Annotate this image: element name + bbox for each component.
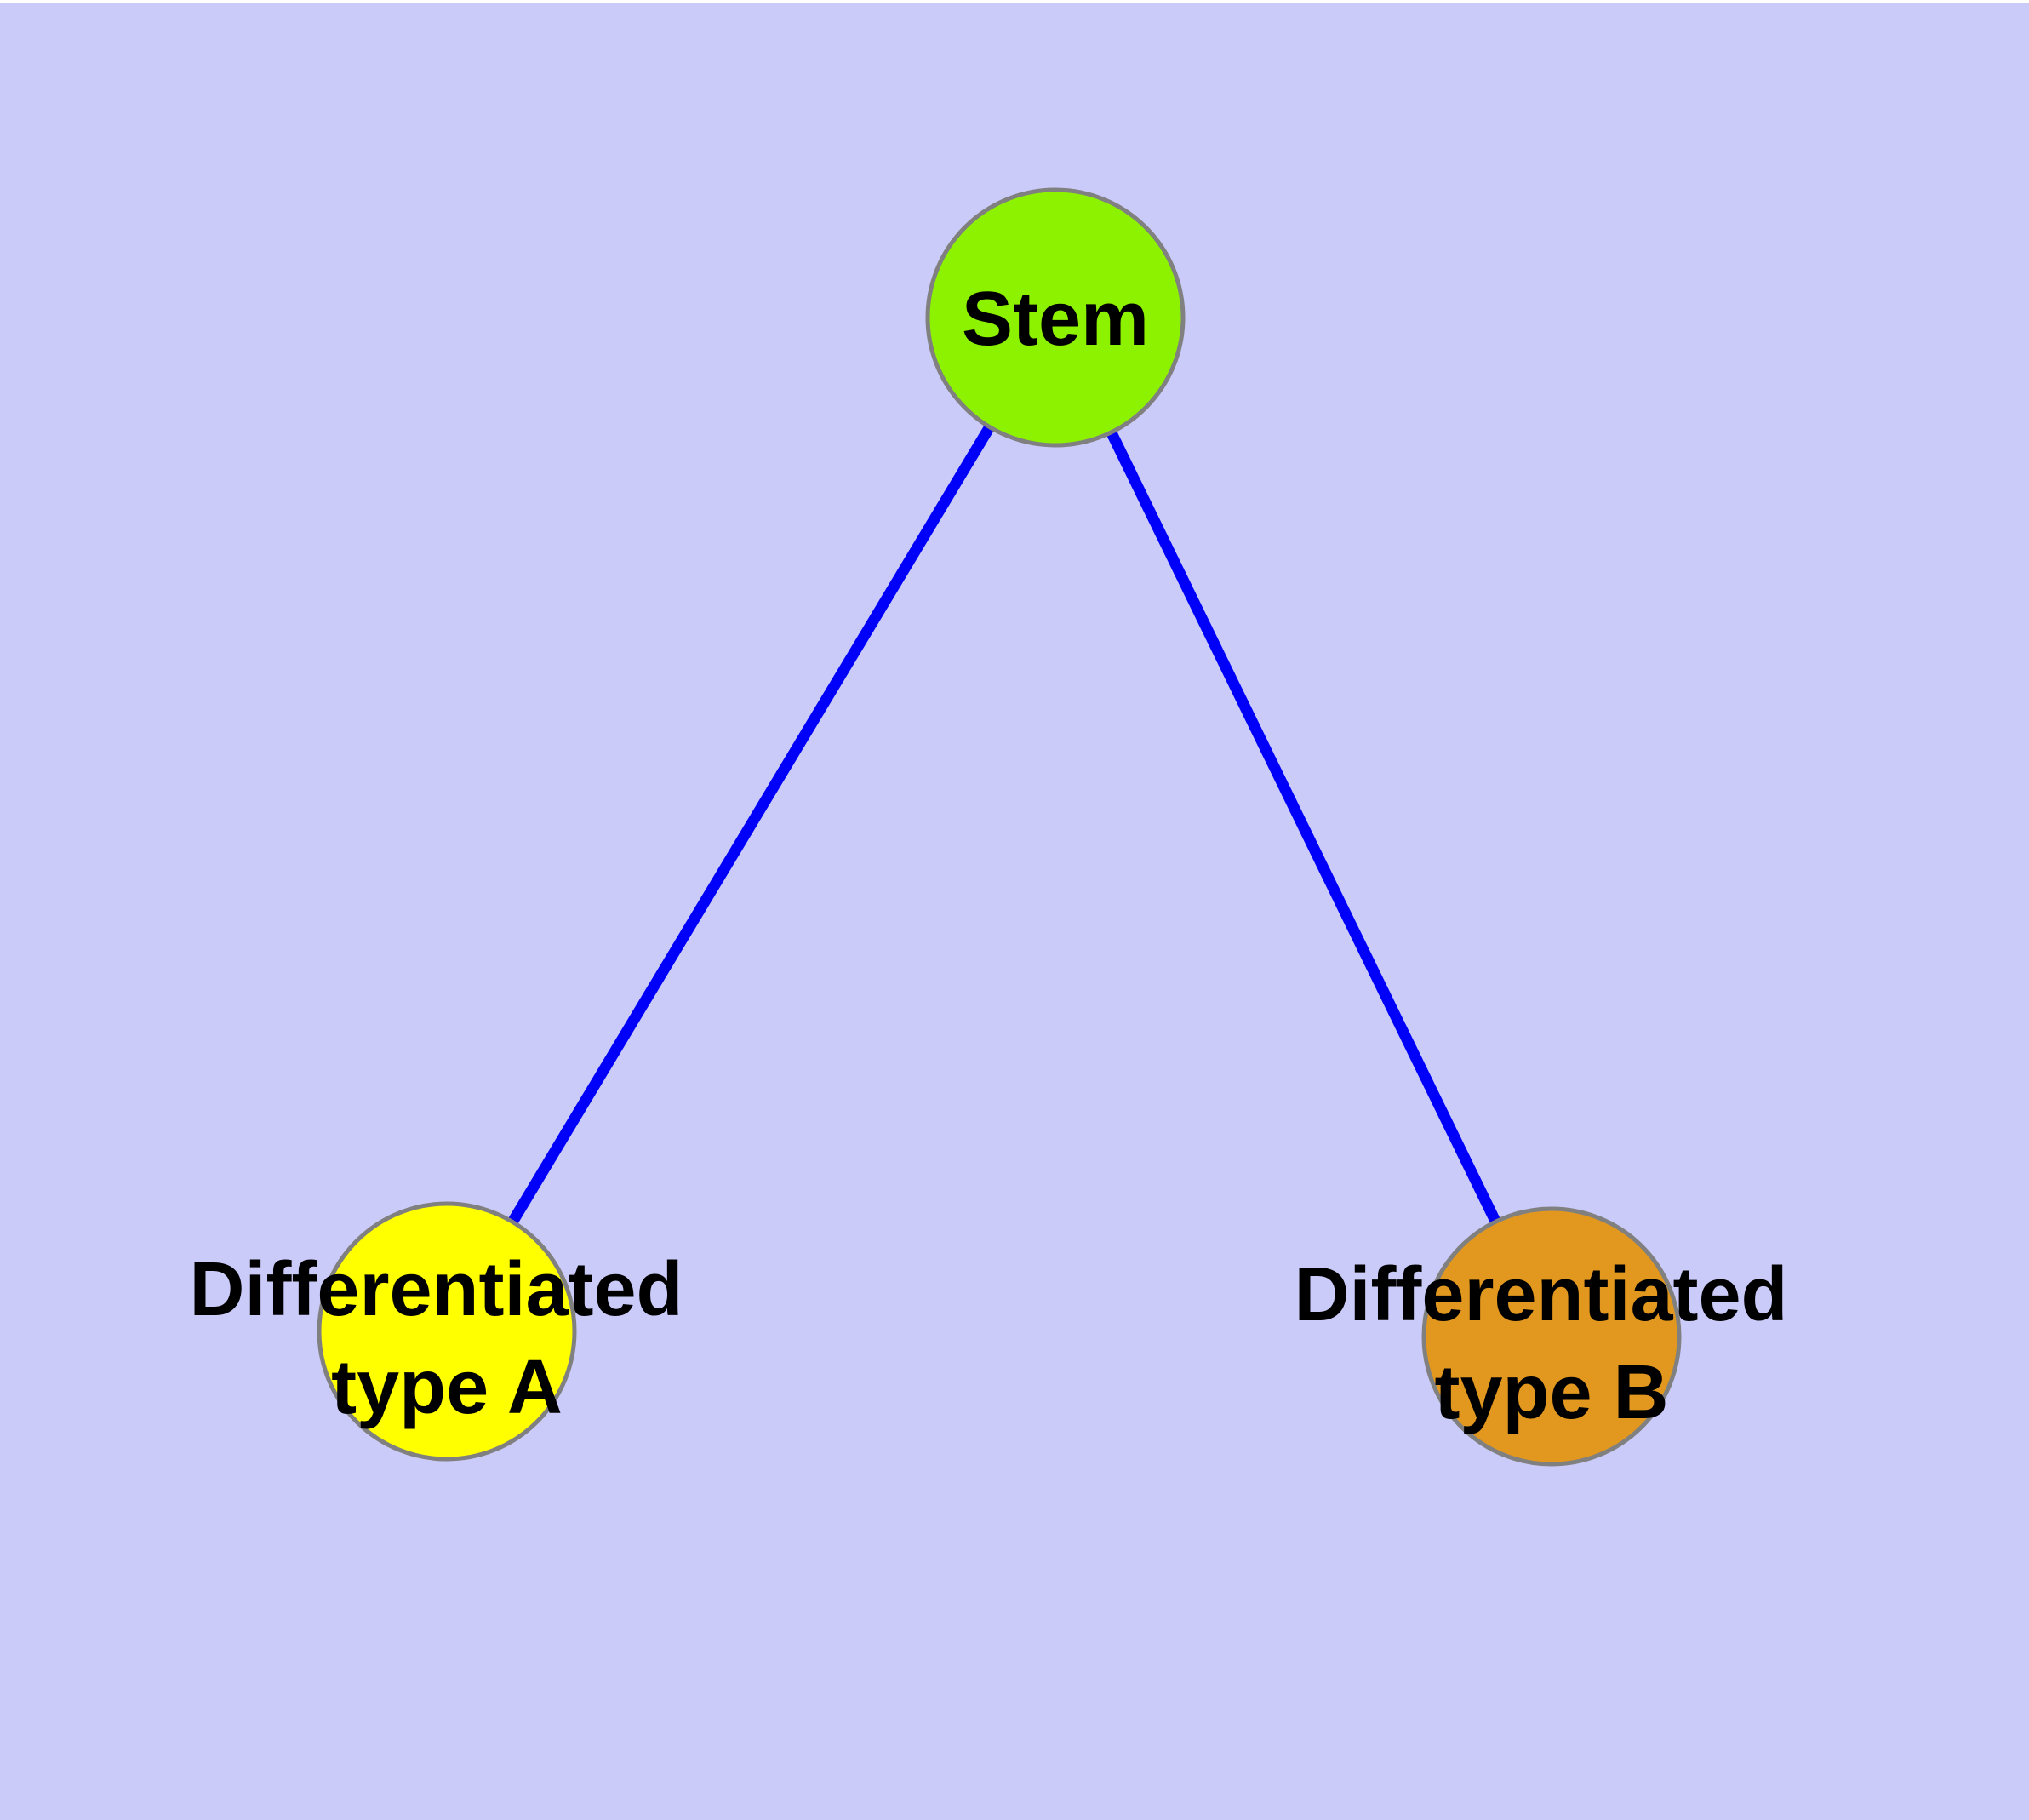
node-type-a-label-line2: type A — [331, 1345, 563, 1430]
node-type-b-circle — [1421, 1206, 1682, 1467]
node-type-a-label: Differentiated type A — [189, 1247, 704, 1430]
edge-stem-to-type-b — [1050, 315, 1557, 1339]
node-stem-label: Stem — [962, 277, 1149, 362]
node-type-a-circle — [317, 1201, 577, 1462]
node-type-a-label-line1: Differentiated — [189, 1247, 683, 1332]
edges — [442, 314, 1557, 1339]
node-type-b-label-line1: Differentiated — [1294, 1252, 1787, 1337]
node-type-b-label-line2: type B — [1434, 1350, 1668, 1435]
node-differentiated-type-b: Differentiated type B — [1294, 1206, 1809, 1467]
node-stem-circle — [925, 187, 1186, 448]
node-stem: Stem — [925, 187, 1186, 448]
node-type-b-label: Differentiated type B — [1294, 1252, 1809, 1435]
node-differentiated-type-a: Differentiated type A — [189, 1201, 704, 1462]
top-border-strip — [0, 0, 2029, 3]
edge-stem-to-type-a — [442, 314, 1060, 1335]
